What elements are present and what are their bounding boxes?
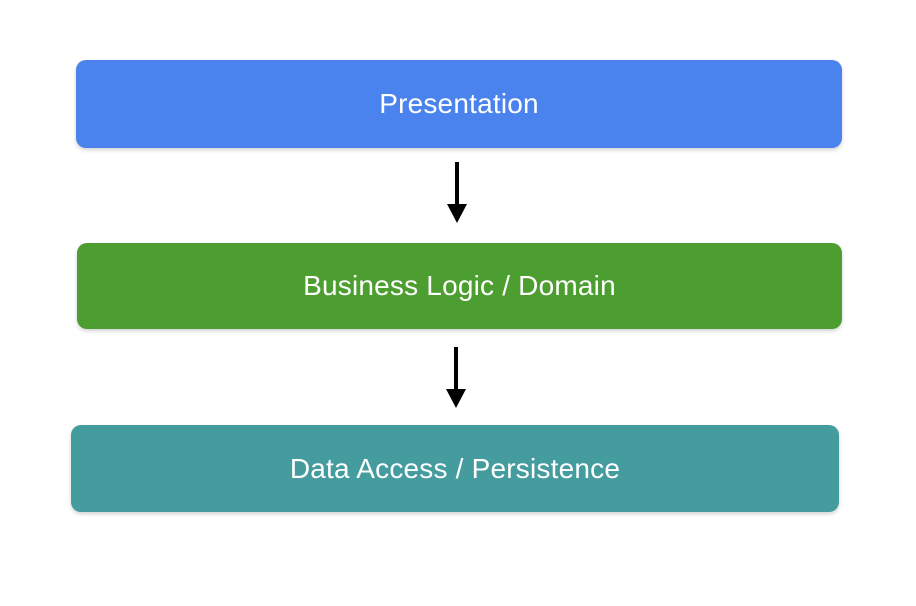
layer-label-business-logic: Business Logic / Domain	[303, 270, 616, 301]
down-arrow-icon	[447, 162, 467, 223]
layer-box-business-logic: Business Logic / Domain	[77, 243, 842, 329]
layer-label-data-access: Data Access / Persistence	[289, 452, 621, 484]
down-arrow-icon	[446, 347, 466, 408]
layer-box-data-access: Data Access / Persistence	[71, 425, 839, 512]
layer-box-presentation: Presentation	[76, 60, 842, 148]
layer-label-presentation: Presentation	[379, 88, 539, 119]
